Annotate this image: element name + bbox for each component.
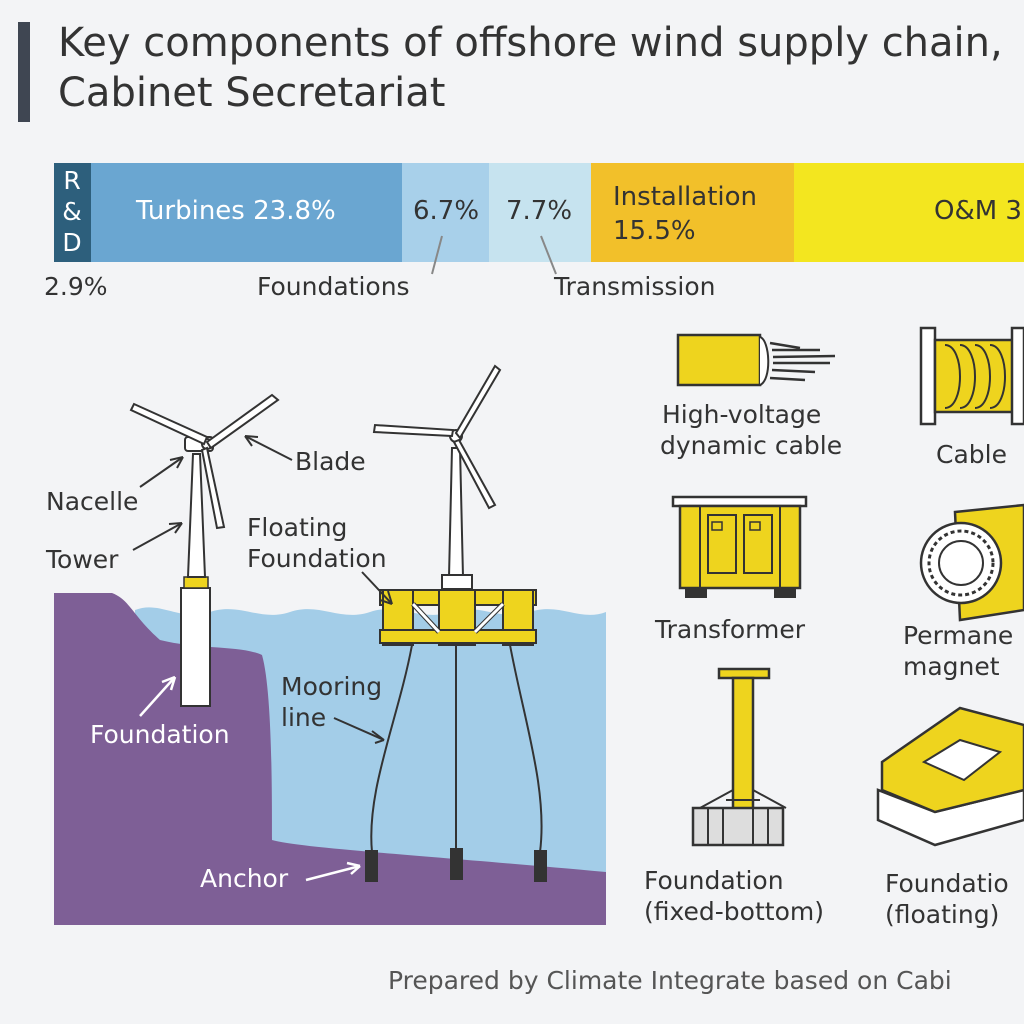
magnet-line2: magnet xyxy=(903,652,1000,681)
installation-value: 15.5% xyxy=(613,216,696,246)
page-title-line1: Key components of offshore wind supply c… xyxy=(58,20,1003,66)
bar-segment-om: O&M 3 xyxy=(794,163,1024,262)
mooring-line-label: Mooring line xyxy=(281,671,382,733)
bar-segment-rd: R & D xyxy=(54,163,91,262)
source-note: Prepared by Climate Integrate based on C… xyxy=(388,966,952,995)
page-title-line2: Cabinet Secretariat xyxy=(58,70,446,116)
tower-label: Tower xyxy=(46,545,119,574)
blade-label: Blade xyxy=(295,447,366,476)
transformer-icon xyxy=(671,495,808,598)
rd-label-r: R xyxy=(63,166,81,195)
installation-label: Installation xyxy=(613,182,758,212)
floating-foundation-line1: Floating xyxy=(247,513,348,542)
hv-cable-icon xyxy=(676,333,836,387)
floating-icon-line1: Foundatio xyxy=(885,869,1009,898)
fixed-foundation-icon xyxy=(691,667,787,847)
nacelle-label: Nacelle xyxy=(46,487,139,516)
transmission-label: Transmission xyxy=(554,272,716,301)
fixed-turbine xyxy=(129,393,280,707)
permanent-magnet-label: Permane magnet xyxy=(903,620,1013,682)
turbines-label: Turbines 23.8% xyxy=(136,196,336,226)
cable-label: Cable xyxy=(936,440,1007,469)
bar-segment-installation: Installation 15.5% xyxy=(591,163,794,262)
floating-foundation-line2: Foundation xyxy=(247,544,387,573)
floating-foundation-label: Floating Foundation xyxy=(247,512,387,574)
foundations-label: Foundations xyxy=(257,272,410,301)
hv-cable-line1: High-voltage xyxy=(662,400,822,429)
fixed-line1: Foundation xyxy=(644,866,784,895)
page-title: Key components of offshore wind supply c… xyxy=(58,18,1003,118)
rd-label-amp: & xyxy=(62,197,82,226)
floating-turbine xyxy=(365,364,547,882)
transmission-value: 7.7% xyxy=(506,196,573,226)
diagram-arrows-white xyxy=(139,675,361,882)
bar-segment-foundations: 6.7% xyxy=(402,163,489,262)
transmission-leader xyxy=(540,235,557,275)
mooring-line2: line xyxy=(281,703,327,732)
transformer-label: Transformer xyxy=(655,615,806,644)
foundations-leader xyxy=(431,235,443,275)
rd-label-d: D xyxy=(62,228,82,257)
mooring-line1: Mooring xyxy=(281,672,383,701)
title-accent-bar xyxy=(18,22,30,122)
foundations-value: 6.7% xyxy=(413,196,480,226)
floating-foundation-icon xyxy=(876,706,1024,847)
floating-icon-line2: (floating) xyxy=(885,900,1000,929)
permanent-magnet-icon xyxy=(919,503,1024,622)
bar-segment-turbines: Turbines 23.8% xyxy=(91,163,402,262)
anchor-label: Anchor xyxy=(200,864,289,893)
hv-cable-line2: dynamic cable xyxy=(660,431,843,460)
magnet-line1: Permane xyxy=(903,621,1014,650)
bar-segment-transmission: 7.7% xyxy=(489,163,591,262)
cable-reel-icon xyxy=(919,326,1024,426)
om-label: O&M 3 xyxy=(934,196,1022,226)
fixed-line2: (fixed-bottom) xyxy=(644,897,824,926)
hv-cable-label: High-voltage dynamic cable xyxy=(660,399,842,461)
fixed-foundation-label: Foundation (fixed-bottom) xyxy=(644,865,824,927)
floating-foundation-icon-label: Foundatio (floating) xyxy=(885,868,1009,930)
diagram-arrows xyxy=(132,435,393,744)
rd-value-label: 2.9% xyxy=(44,272,108,301)
foundation-label: Foundation xyxy=(90,720,230,749)
